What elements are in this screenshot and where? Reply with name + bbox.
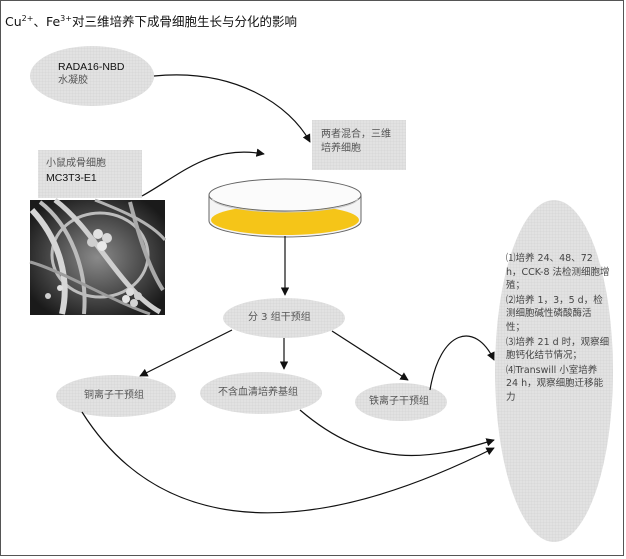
arrow-iron-to-assays <box>429 335 495 391</box>
hydrogel-label: RADA16-NBD 水凝胶 <box>58 61 125 86</box>
copper-node <box>56 375 176 417</box>
assay-item: ⑵培养 1，3，5 d，检测细胞碱性磷酸酶活性； <box>506 294 603 333</box>
arrow-serum-free-to-assays <box>299 409 495 456</box>
serum-free-label: 不含血清培养基组 <box>218 387 298 398</box>
cells-node <box>38 150 142 198</box>
page-title: Cu2+、Fe3+对三维培养下成骨细胞生长与分化的影响 <box>5 13 297 29</box>
petri-dish <box>208 178 362 238</box>
cells-label: 小鼠成骨细胞 MC3T3-E1 <box>46 158 106 184</box>
assay-item: ⑶培养 21 d 时，观察细胞钙化结节情况； <box>506 336 610 362</box>
assay-item: ⑴培养 24、48、72 h，CCK-8 法检测细胞增殖； <box>506 253 610 292</box>
arrow-copper-to-assays <box>81 411 495 514</box>
mix-label: 两者混合，三维 培养细胞 <box>321 129 391 154</box>
copper-label: 铜离子干预组 <box>84 390 144 401</box>
serum-free-node <box>200 372 322 414</box>
mix-node <box>312 120 406 170</box>
groups-node <box>223 298 345 338</box>
sem-micrograph <box>29 198 167 316</box>
iron-label: 铁离子干预组 <box>369 396 429 407</box>
arrow-cells-to-dish <box>141 148 265 197</box>
assays-node <box>495 200 613 542</box>
arrow-groups-to-copper <box>139 329 233 377</box>
arrow-groups-to-iron <box>331 330 409 381</box>
arrow-hydrogel-to-mix <box>153 74 311 143</box>
assays-list: ⑴培养 24、48、72 h，CCK-8 法检测细胞增殖； ⑵培养 1，3，5 … <box>506 252 610 406</box>
hydrogel-node <box>30 46 154 106</box>
groups-label: 分 3 组干预组 <box>248 312 311 323</box>
assay-item: ⑷Transwill 小室培养 24 h，观察细胞迁移能力 <box>506 364 604 403</box>
iron-node <box>355 383 447 421</box>
